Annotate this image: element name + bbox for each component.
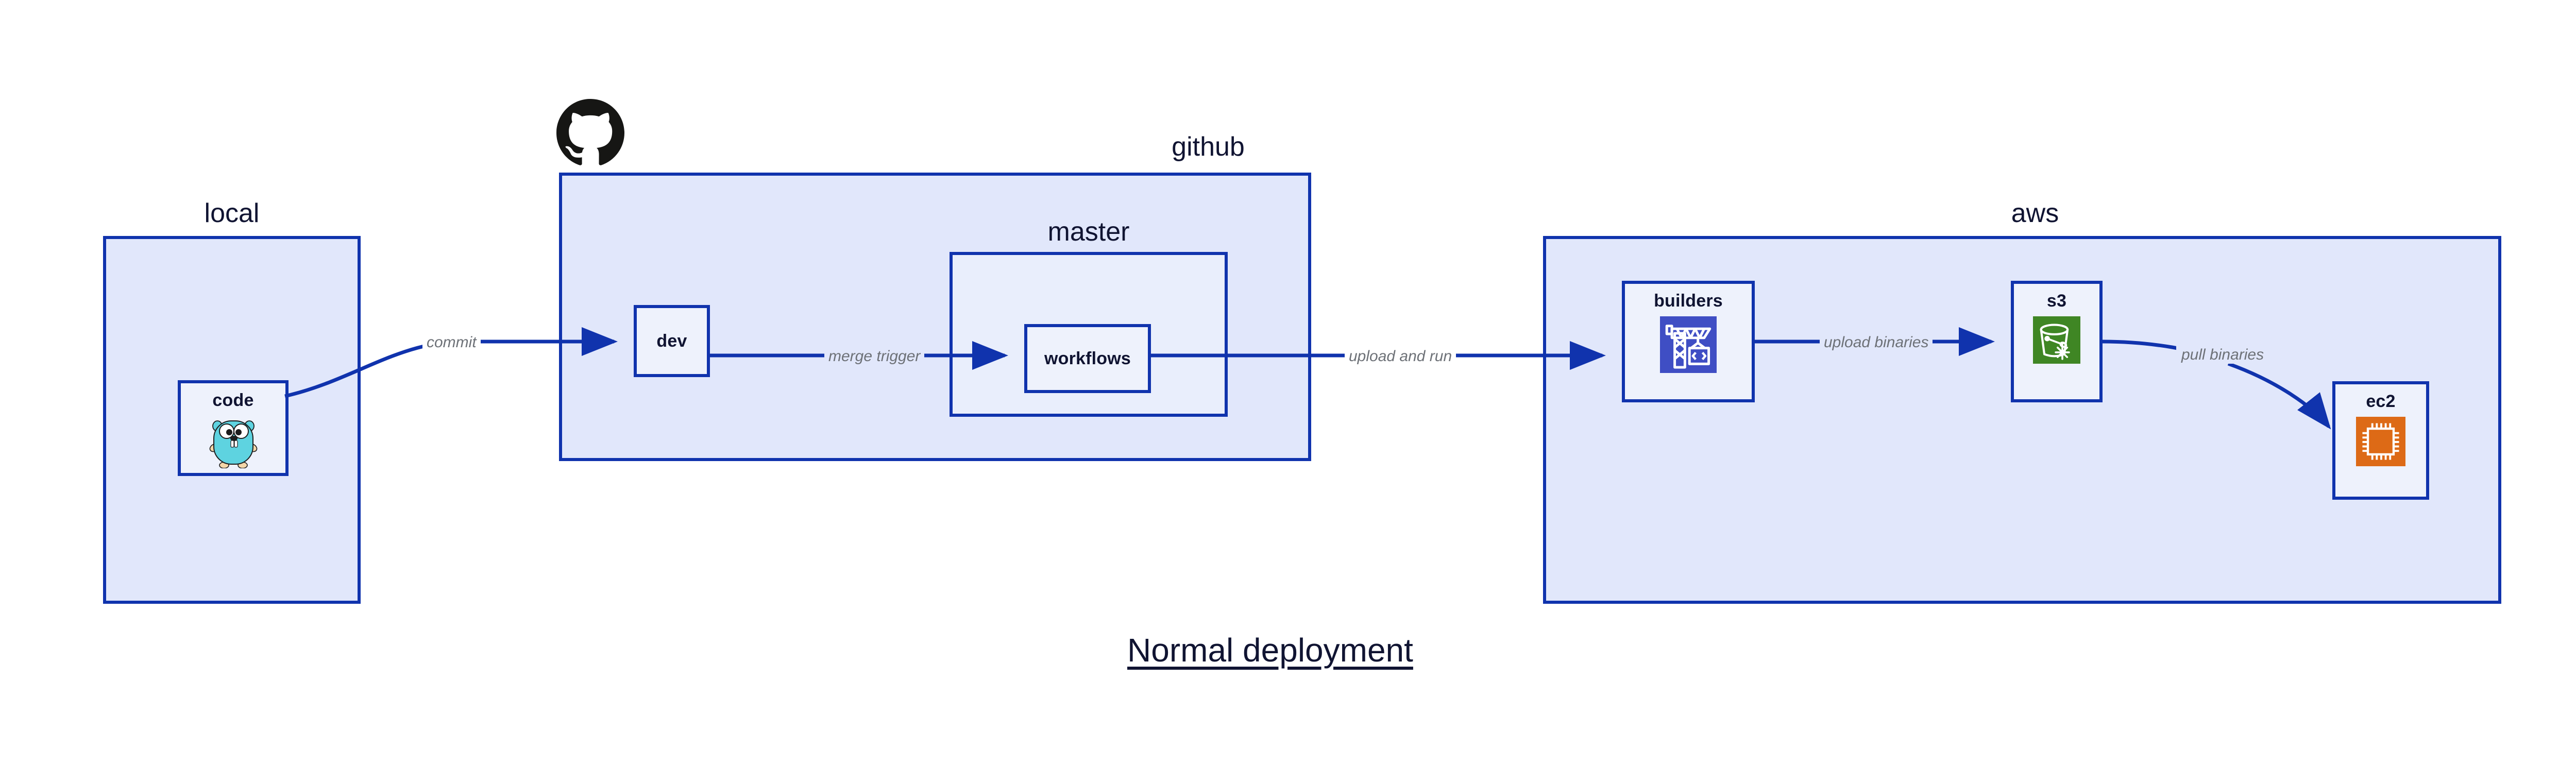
crane-code-icon (1660, 316, 1717, 376)
node-s3-label: s3 (2046, 291, 2067, 311)
edge-label-merge-trigger: merge trigger (824, 348, 925, 365)
node-dev[interactable]: dev (634, 305, 710, 377)
node-s3[interactable]: s3 (2011, 281, 2103, 402)
node-ec2[interactable]: ec2 (2332, 381, 2429, 500)
group-local-label: local (204, 198, 260, 228)
node-workflows-label: workflows (1044, 348, 1131, 368)
node-builders-label: builders (1654, 291, 1723, 311)
node-dev-label: dev (656, 331, 687, 351)
group-github-label: github (1172, 132, 1245, 162)
edge-label-upload-and-run: upload and run (1345, 348, 1456, 365)
edge-label-upload-binaries: upload binaries (1820, 334, 1933, 351)
s3-bucket-icon (2033, 316, 2080, 366)
github-octocat-icon (556, 99, 624, 169)
go-gopher-icon (209, 415, 258, 471)
edge-label-commit: commit (422, 334, 481, 351)
node-code[interactable]: code (178, 380, 289, 476)
edge-label-pull-binaries: pull binaries (2176, 346, 2269, 364)
diagram-title: Normal deployment (1127, 632, 1413, 669)
node-code-label: code (212, 390, 254, 410)
node-ec2-label: ec2 (2366, 392, 2396, 411)
node-builders[interactable]: builders (1622, 281, 1755, 402)
group-master-label: master (1047, 217, 1130, 247)
group-aws-label: aws (2011, 198, 2059, 228)
node-workflows[interactable]: workflows (1024, 324, 1151, 393)
cpu-chip-icon (2356, 417, 2405, 469)
